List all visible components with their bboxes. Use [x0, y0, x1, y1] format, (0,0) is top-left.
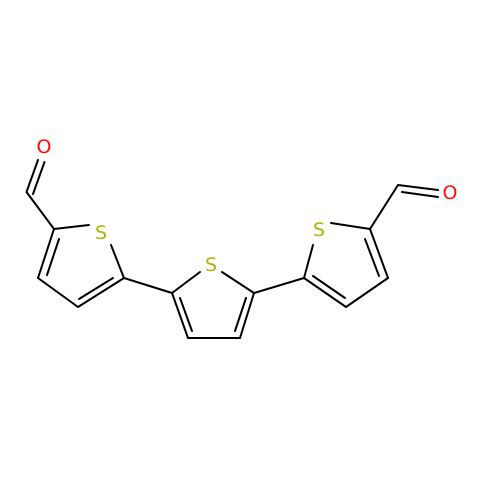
atom-sulfur-left-ring: S — [90, 222, 112, 244]
bond-right-ring-c3-c2-double — [312, 275, 346, 299]
atom-oxygen-left: O — [33, 136, 55, 158]
bond-middle-ring-s-c5 — [221, 271, 255, 294]
bond-right-ring-c5-c4 — [369, 228, 389, 279]
atom-label-s1: S — [95, 222, 107, 244]
bond-right-ring-c4-c3 — [345, 277, 389, 308]
bond-right-ring-c3-c2 — [303, 277, 347, 308]
bond-left-to-middle — [123, 277, 173, 294]
atom-sulfur-right-ring: S — [308, 219, 330, 241]
atom-label-s2: S — [205, 254, 217, 276]
bond-aldehyde-c-o-left — [25, 159, 39, 193]
bond-left-ring-c4-c5-double — [46, 238, 60, 276]
atom-label-s3: S — [313, 219, 325, 241]
bond-right-ring-c5-c4-double — [364, 238, 380, 277]
bond-left-ring-c5-s — [53, 224, 90, 230]
bond-middle-ring-c3-c2 — [171, 292, 189, 339]
bond-middle-ring-c3-c2-double — [179, 297, 193, 332]
atom-labels: O S S S O — [33, 136, 461, 276]
atom-sulfur-middle-ring: S — [200, 254, 222, 276]
bond-left-ring-c4-c5 — [37, 228, 55, 279]
bond-right-ring-c2-s — [303, 244, 314, 279]
bond-left-ring-s-c2 — [110, 244, 125, 279]
bond-aldehyde-c-ring-left — [25, 191, 55, 230]
bond-middle-ring-c5-c4-double — [234, 297, 247, 332]
bond-middle-to-right — [253, 277, 305, 294]
bond-middle-ring-c5-c4 — [239, 292, 255, 339]
bond-aldehyde-c-o-right-double — [401, 191, 439, 198]
bond-middle-ring-c2-s — [171, 271, 201, 294]
bond-aldehyde-c-ring-right — [369, 184, 399, 230]
bonds — [25, 159, 439, 339]
atom-label-o1: O — [37, 136, 52, 158]
bond-right-ring-s-c5 — [330, 222, 371, 230]
bond-left-ring-c3-c4 — [37, 277, 79, 308]
atom-oxygen-right: O — [439, 182, 461, 204]
bond-aldehyde-c-o-right — [397, 184, 439, 191]
atom-label-o2: O — [443, 182, 458, 204]
bond-aldehyde-c-o-left-double — [32, 161, 46, 195]
bond-left-ring-c2-c3 — [77, 277, 125, 308]
bond-left-ring-c2-c3-double — [78, 277, 114, 300]
